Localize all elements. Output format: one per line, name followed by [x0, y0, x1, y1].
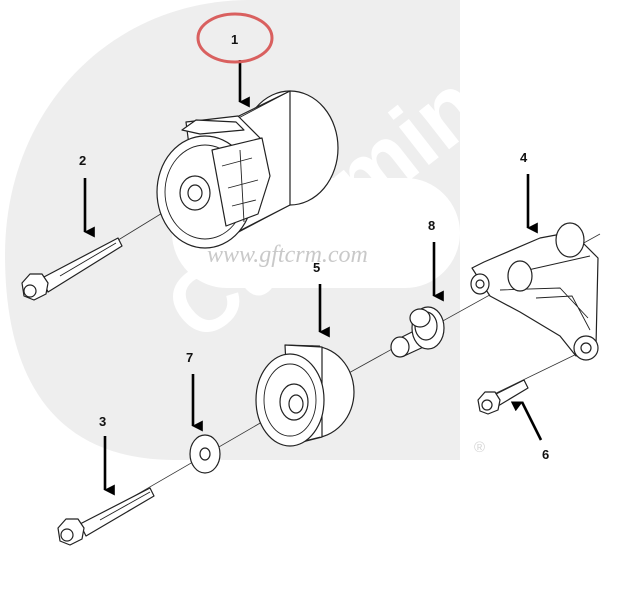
- callout-2-label: 2: [79, 153, 86, 168]
- callout-arrows: [83, 60, 543, 496]
- callout-7-label: 7: [186, 350, 193, 365]
- washer-part: [189, 434, 221, 474]
- idler-mounting-capscrew-part: [57, 487, 155, 546]
- belt-tensioner-part: [156, 90, 339, 249]
- callout-1-label: 1: [231, 32, 238, 47]
- callout-8-label: 8: [428, 218, 435, 233]
- callout-1-highlight-circle: [196, 12, 274, 64]
- callout-6-label: 6: [542, 447, 549, 462]
- watermark-url: www.gftcrm.com: [207, 242, 368, 268]
- bracket-mounting-capscrew-part: [477, 379, 529, 415]
- arrow-6: [510, 401, 543, 441]
- idler-bracket-part: [470, 222, 599, 361]
- pulley-spacer-part: [390, 306, 445, 358]
- watermark-registered-mark: ®: [474, 439, 485, 456]
- tensioner-mounting-capscrew-part: [21, 237, 123, 301]
- idler-pulley-part: [255, 344, 355, 447]
- callout-4-label: 4: [520, 150, 528, 165]
- callout-3-label: 3: [99, 414, 106, 429]
- callout-5-label: 5: [313, 260, 320, 275]
